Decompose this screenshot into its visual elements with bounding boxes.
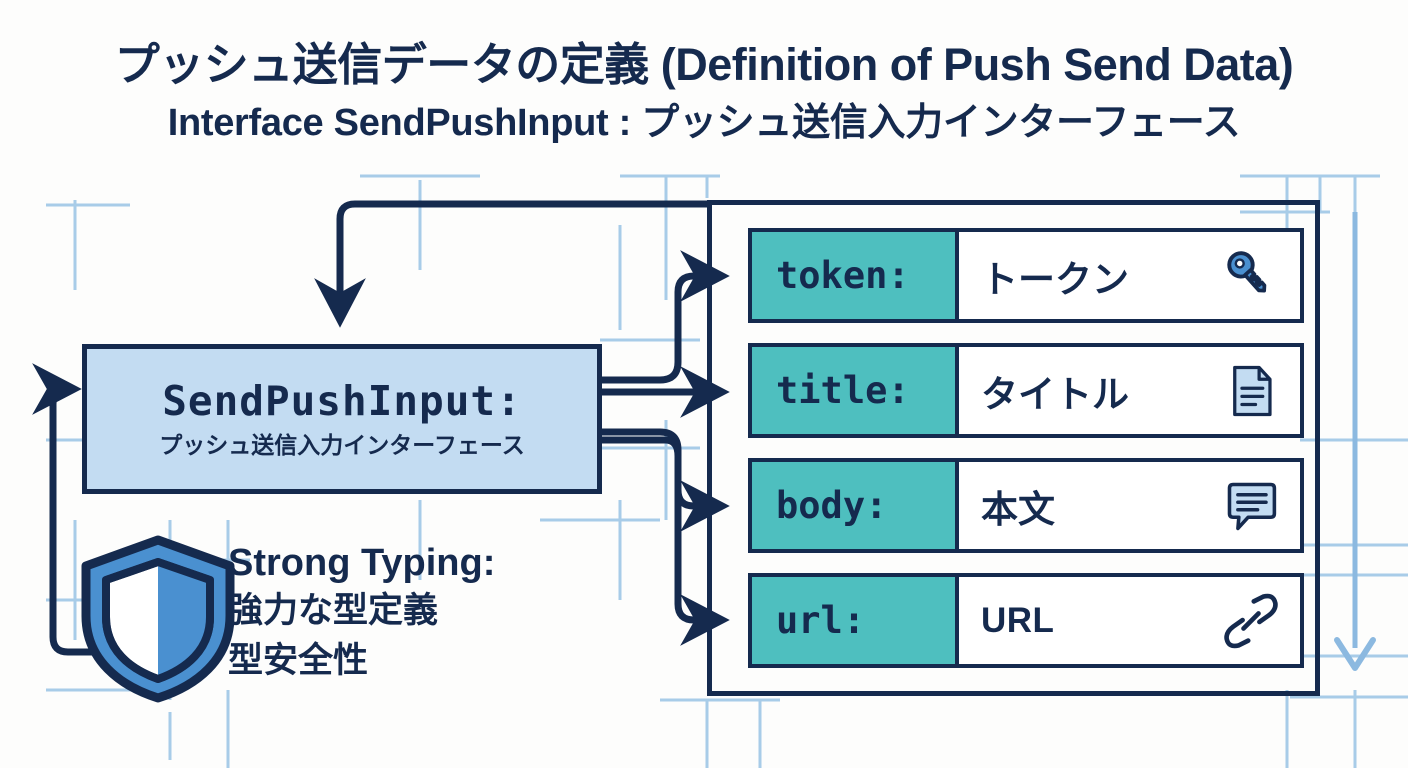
strong-typing-block: Strong Typing: 強力な型定義 型安全性 xyxy=(228,540,495,686)
field-row-token[interactable]: token: トークン xyxy=(748,228,1304,323)
interface-box[interactable]: SendPushInput: プッシュ送信入力インターフェース xyxy=(82,344,602,494)
field-key-body: body: xyxy=(752,462,959,549)
wire-left-loop xyxy=(32,363,156,656)
strong-typing-line-1: 強力な型定義 xyxy=(228,591,439,630)
field-key-url: url: xyxy=(752,577,959,664)
wire-top-feedback xyxy=(314,200,711,328)
field-key-title: title: xyxy=(752,347,959,434)
field-row-url[interactable]: url: URL xyxy=(748,573,1304,668)
interface-subtitle: プッシュ送信入力インターフェース xyxy=(159,432,525,458)
document-icon xyxy=(1220,360,1282,422)
wire-to-token xyxy=(598,250,730,384)
field-value-text-body: 本文 xyxy=(981,488,1055,530)
message-icon xyxy=(1220,475,1282,537)
field-row-body[interactable]: body: 本文 xyxy=(748,458,1304,553)
key-icon xyxy=(1220,245,1282,307)
fields-container xyxy=(707,200,1320,696)
field-value-text-url: URL xyxy=(981,600,1055,640)
strong-typing-line-2: 型安全性 xyxy=(228,641,369,680)
field-value-body: 本文 xyxy=(959,462,1300,549)
right-flow-arrow xyxy=(1334,212,1376,671)
field-list: token: トークン title: タイトル xyxy=(748,228,1304,668)
field-value-url: URL xyxy=(959,577,1300,664)
wire-to-url xyxy=(598,436,730,646)
field-key-token: token: xyxy=(752,232,959,319)
interface-name: SendPushInput: xyxy=(162,377,522,425)
strong-typing-title: Strong Typing: xyxy=(228,542,496,584)
field-value-text-token: トークン xyxy=(981,258,1129,300)
field-value-text-title: タイトル xyxy=(981,373,1129,415)
link-icon xyxy=(1220,590,1282,652)
field-value-title: タイトル xyxy=(959,347,1300,434)
shield-icon xyxy=(81,535,235,703)
field-value-token: トークン xyxy=(959,232,1300,319)
field-row-title[interactable]: title: タイトル xyxy=(748,343,1304,438)
